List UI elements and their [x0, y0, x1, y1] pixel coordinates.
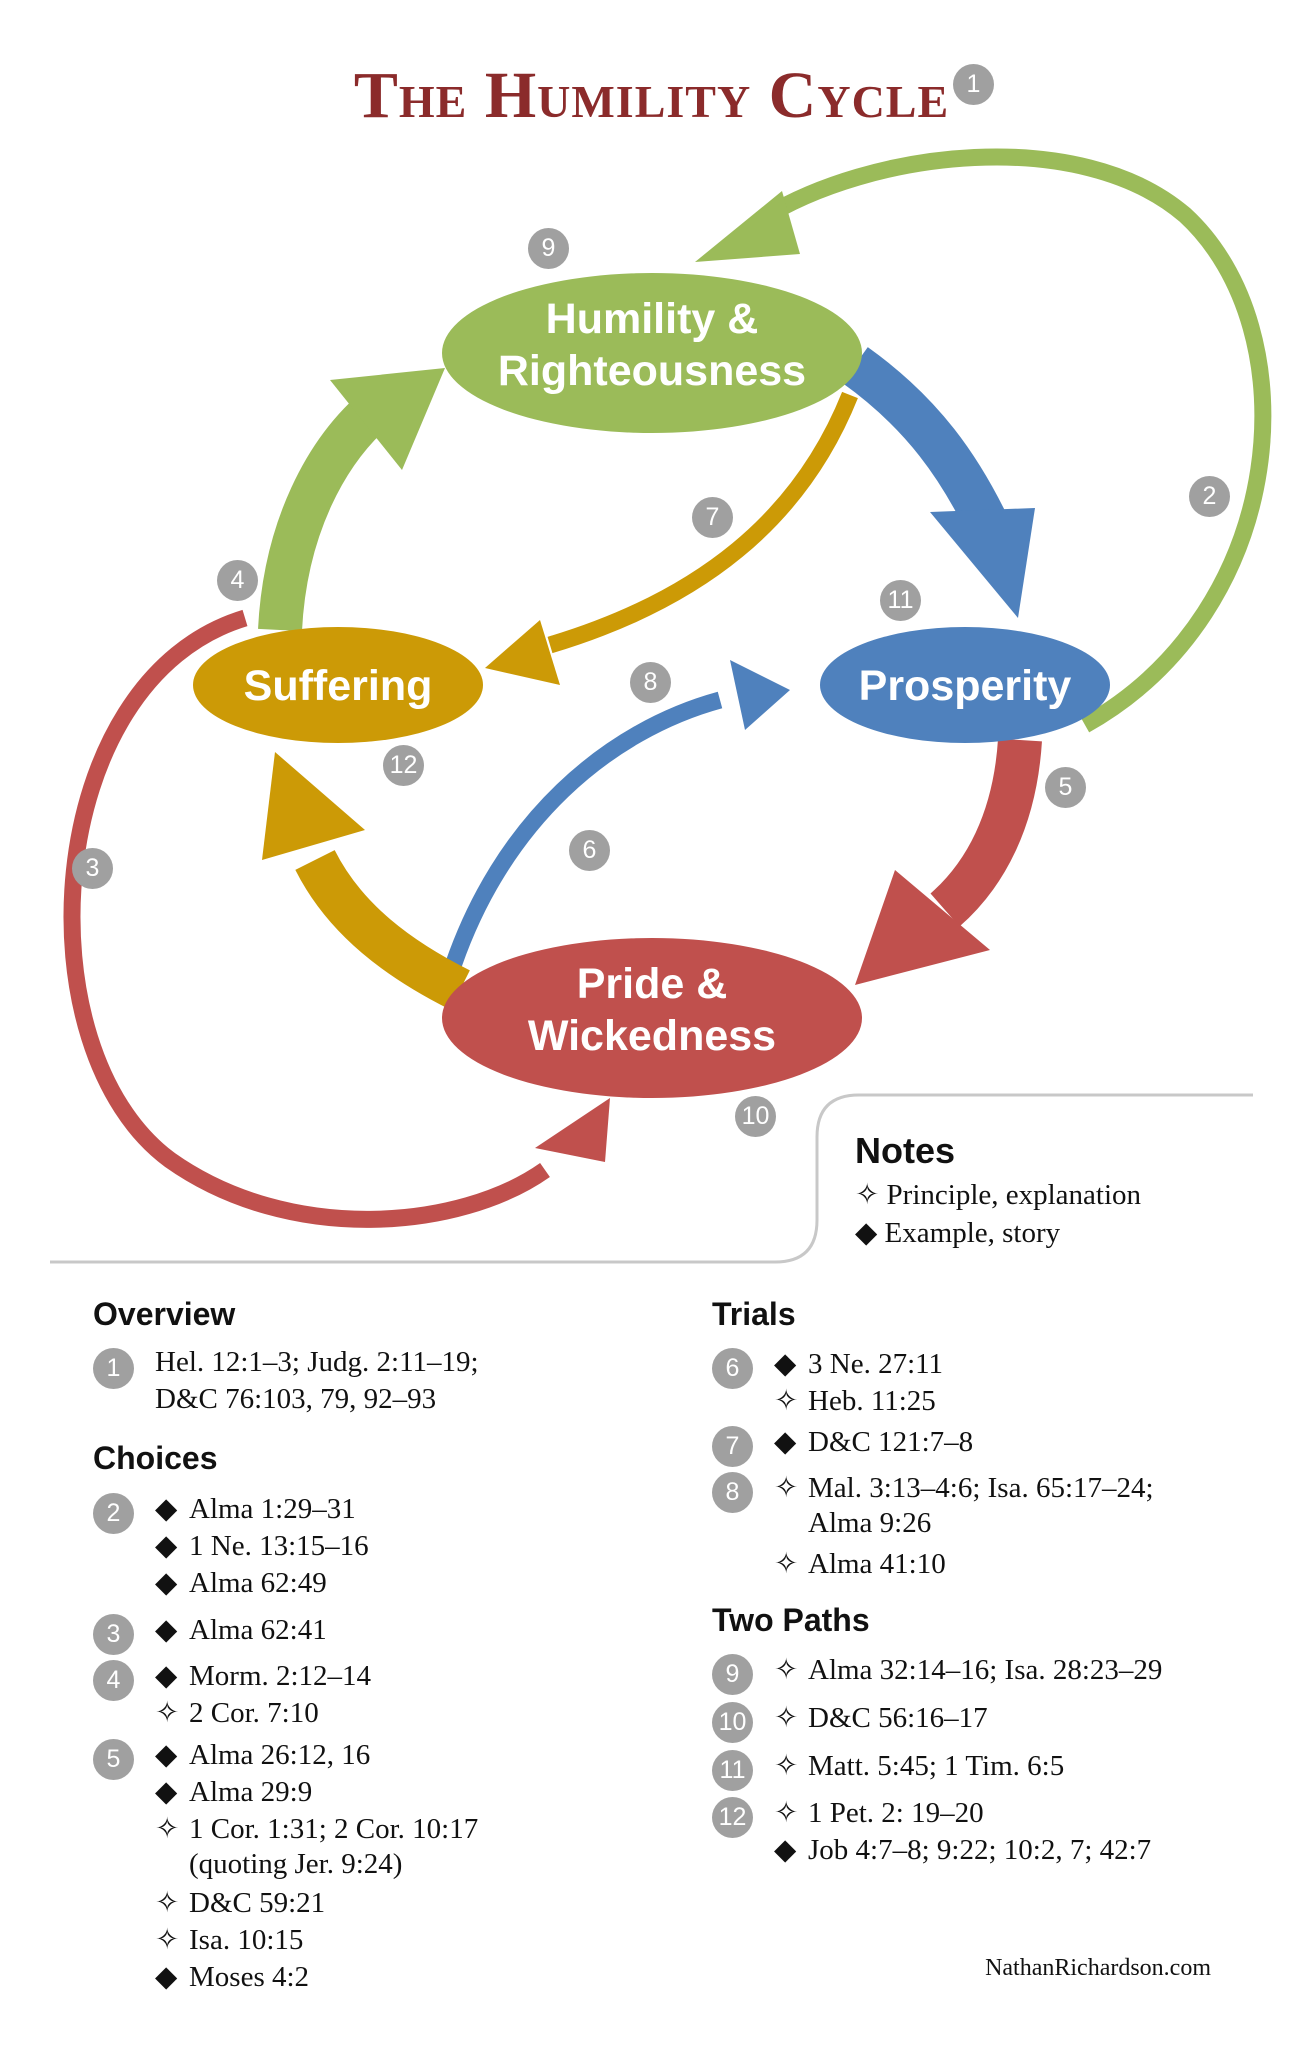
ref-line: ✧Mal. 3:13–4:6; Isa. 65:17–24; [774, 1472, 1154, 1504]
arrowhead-gold-thin [485, 620, 560, 685]
arrowhead-red-outer [535, 1098, 610, 1162]
ref-badge-10: 10 [712, 1702, 753, 1743]
badge-6: 6 [569, 830, 610, 871]
ref-line: ◆Alma 1:29–31 [155, 1493, 356, 1525]
ref-line: ✧Heb. 11:25 [774, 1385, 936, 1417]
ref-line: ✧Alma 41:10 [774, 1548, 946, 1580]
badge-7: 7 [692, 497, 733, 538]
notes-title: Notes [855, 1130, 956, 1171]
arrowhead-blue-thin [730, 660, 790, 730]
ref-line: ◆Moses 4:2 [155, 1961, 310, 1993]
ref-badge-5: 5 [93, 1739, 134, 1780]
arrow-humility-to-suffering [547, 391, 858, 654]
ref-line: ✧Alma 32:14–16; Isa. 28:23–29 [774, 1654, 1163, 1686]
node-humility-line1: Humility & [546, 295, 759, 343]
arrowhead-green-outer [695, 191, 800, 262]
notes-legend: Notes ✧ Principle, explanation ◆ Example… [855, 1130, 1141, 1252]
node-suffering-label: Suffering [244, 662, 433, 710]
ref-badge-2: 2 [93, 1493, 134, 1534]
notes-example: ◆ Example, story [855, 1217, 1061, 1249]
section-title-trials: Trials [712, 1296, 796, 1332]
ref-line: ◆D&C 121:7–8 [774, 1426, 974, 1458]
node-pride-line2: Wickedness [528, 1012, 776, 1060]
badge-8: 8 [630, 662, 671, 703]
section-title-choices: Choices [93, 1440, 218, 1476]
footer-website: NathanRichardson.com [985, 1955, 1211, 1981]
badge-2: 2 [1189, 476, 1230, 517]
ref-badge-1: 1 [93, 1348, 134, 1389]
badge-9: 9 [528, 228, 569, 269]
cycle-diagram: Humility & Righteousness Prosperity Suff… [50, 148, 1272, 1264]
arrow-prosperity-to-humility-outer [755, 148, 1272, 733]
node-suffering-ellipse [193, 627, 483, 743]
arrow-suffering-to-pride-outer [63, 609, 550, 1228]
arrow-pride-to-suffering [295, 849, 470, 1010]
ref-line: ◆Alma 29:9 [155, 1776, 313, 1808]
badge-11: 11 [880, 580, 921, 621]
arrowhead-blue-thick [930, 508, 1035, 618]
notes-principle: ✧ Principle, explanation [855, 1179, 1142, 1211]
ref-badge-7: 7 [712, 1426, 753, 1467]
ref-badge-9: 9 [712, 1654, 753, 1695]
badge-12: 12 [383, 745, 424, 786]
arrowhead-red-thick [855, 870, 990, 985]
arrow-humility-to-prosperity [842, 347, 1005, 530]
ref-line: ◆Alma 62:49 [155, 1567, 327, 1599]
node-humility-ellipse [442, 273, 862, 433]
ref-line: Alma 9:26 [808, 1507, 932, 1539]
ref-line: ◆Morm. 2:12–14 [155, 1660, 372, 1692]
title-number-badge: 1 [953, 64, 994, 105]
ref-line: ✧1 Cor. 1:31; 2 Cor. 10:17 [155, 1813, 479, 1845]
ref-line: ✧D&C 56:16–17 [774, 1702, 988, 1734]
ref-line: ◆Job 4:7–8; 9:22; 10:2, 7; 42:7 [774, 1834, 1152, 1866]
page-title: The Humility Cycle [353, 59, 950, 132]
arrowhead-green-inner [330, 368, 445, 470]
ref-line: ◆3 Ne. 27:11 [774, 1348, 944, 1380]
node-prosperity-ellipse [820, 627, 1110, 743]
ref-line: ✧D&C 59:21 [155, 1887, 326, 1919]
ref-line: ✧1 Pet. 2: 19–20 [774, 1797, 984, 1829]
ref-line: Hel. 12:1–3; Judg. 2:11–19; [155, 1346, 479, 1378]
ref-badge-12: 12 [712, 1797, 753, 1838]
node-pride-ellipse [442, 938, 862, 1098]
node-pride-line1: Pride & [577, 960, 728, 1008]
badge-4: 4 [217, 560, 258, 601]
arrow-pride-to-prosperity [441, 691, 723, 978]
badge-10: 10 [735, 1096, 776, 1137]
notes-separator-line [50, 1093, 1253, 1264]
ref-line: ✧2 Cor. 7:10 [155, 1697, 319, 1729]
arrow-prosperity-to-pride [930, 738, 1042, 927]
ref-line: (quoting Jer. 9:24) [189, 1848, 403, 1880]
ref-badge-8: 8 [712, 1472, 753, 1513]
ref-badge-4: 4 [93, 1660, 134, 1701]
ref-line: ✧Isa. 10:15 [155, 1924, 304, 1956]
section-title-two-paths: Two Paths [712, 1602, 870, 1638]
arrow-suffering-to-humility [258, 387, 395, 632]
ref-line: ✧Matt. 5:45; 1 Tim. 6:5 [774, 1750, 1065, 1782]
ref-line: ◆Alma 62:41 [155, 1614, 327, 1646]
ref-line: ◆1 Ne. 13:15–16 [155, 1530, 369, 1562]
ref-badge-11: 11 [712, 1750, 753, 1791]
badge-5: 5 [1045, 767, 1086, 808]
badge-3: 3 [72, 848, 113, 889]
ref-line: D&C 76:103, 79, 92–93 [155, 1383, 437, 1415]
ref-line: ◆Alma 26:12, 16 [155, 1739, 371, 1771]
ref-badge-6: 6 [712, 1348, 753, 1389]
section-title-overview: Overview [93, 1296, 236, 1332]
node-prosperity-label: Prosperity [859, 662, 1072, 710]
ref-badge-3: 3 [93, 1614, 134, 1655]
node-humility-line2: Righteousness [498, 347, 806, 395]
arrowhead-gold-thick [262, 752, 365, 860]
